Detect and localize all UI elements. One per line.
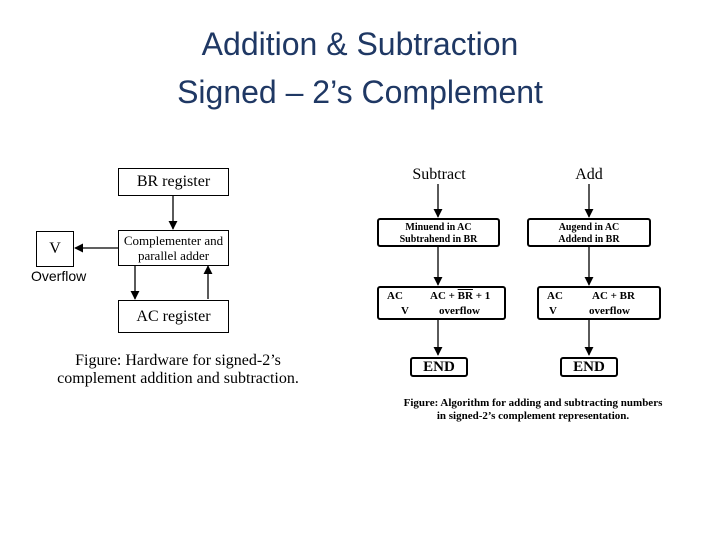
overflow-label: Overflow [31,268,87,284]
add-label: Add [575,166,603,183]
sub-op-v-label: V [401,305,409,317]
subtract-operation-box: AC AC + BR + 1 V overflow [377,286,506,320]
v-flag-box: V [36,231,74,267]
add-operation-box: AC AC + BR V overflow [537,286,661,320]
hardware-caption: Figure: Hardware for signed-2’s compleme… [31,352,325,388]
sub-op-overflow-label: overflow [439,305,480,317]
v-flag-label: V [49,240,61,257]
hardware-caption-line-2: complement addition and subtraction. [57,370,299,387]
slide-title-line-1: Addition & Subtraction [201,26,519,62]
slide-title-line-2: Signed – 2’s Complement [177,74,543,110]
subtrahend-text: Subtrahend in BR [399,234,478,245]
ac-register-box: AC register [118,300,229,333]
complementer-label-line-2: parallel adder [137,248,210,263]
sub-op-expression: AC + BR + 1 [430,290,490,302]
sub-op-expr-br-complement: BR [457,290,473,302]
augend-text: Augend in AC [558,222,620,233]
br-register-box: BR register [118,168,229,196]
sub-op-ac-label: AC [387,290,403,302]
add-end-box: END [560,357,618,377]
hardware-caption-line-1: Figure: Hardware for signed-2’s [75,352,281,369]
ac-register-label: AC register [136,307,211,325]
add-op-v-label: V [549,305,557,317]
sub-op-expr-suffix: + 1 [472,290,491,302]
sub-op-expr-prefix: AC + [430,290,458,302]
minuend-text: Minuend in AC [405,222,472,233]
complementer-adder-box: Complementer and parallel adder [118,230,229,266]
add-op-overflow-label: overflow [589,305,630,317]
subtract-load-box: Minuend in AC Subtrahend in BR [377,218,500,247]
algorithm-caption-line-1: Figure: Algorithm for adding and subtrac… [403,397,663,409]
add-end-label: END [573,359,605,375]
algorithm-caption: Figure: Algorithm for adding and subtrac… [372,397,694,423]
subtract-label: Subtract [412,166,466,183]
add-op-ac-label: AC [547,290,563,302]
addend-text: Addend in BR [558,234,620,245]
add-op-expression: AC + BR [592,290,635,302]
algorithm-caption-line-2: in signed-2’s complement representation. [436,410,630,422]
subtract-end-box: END [410,357,468,377]
add-load-box: Augend in AC Addend in BR [527,218,651,247]
subtract-end-label: END [423,359,455,375]
complementer-label-line-1: Complementer and [123,233,224,248]
br-register-label: BR register [136,173,211,190]
